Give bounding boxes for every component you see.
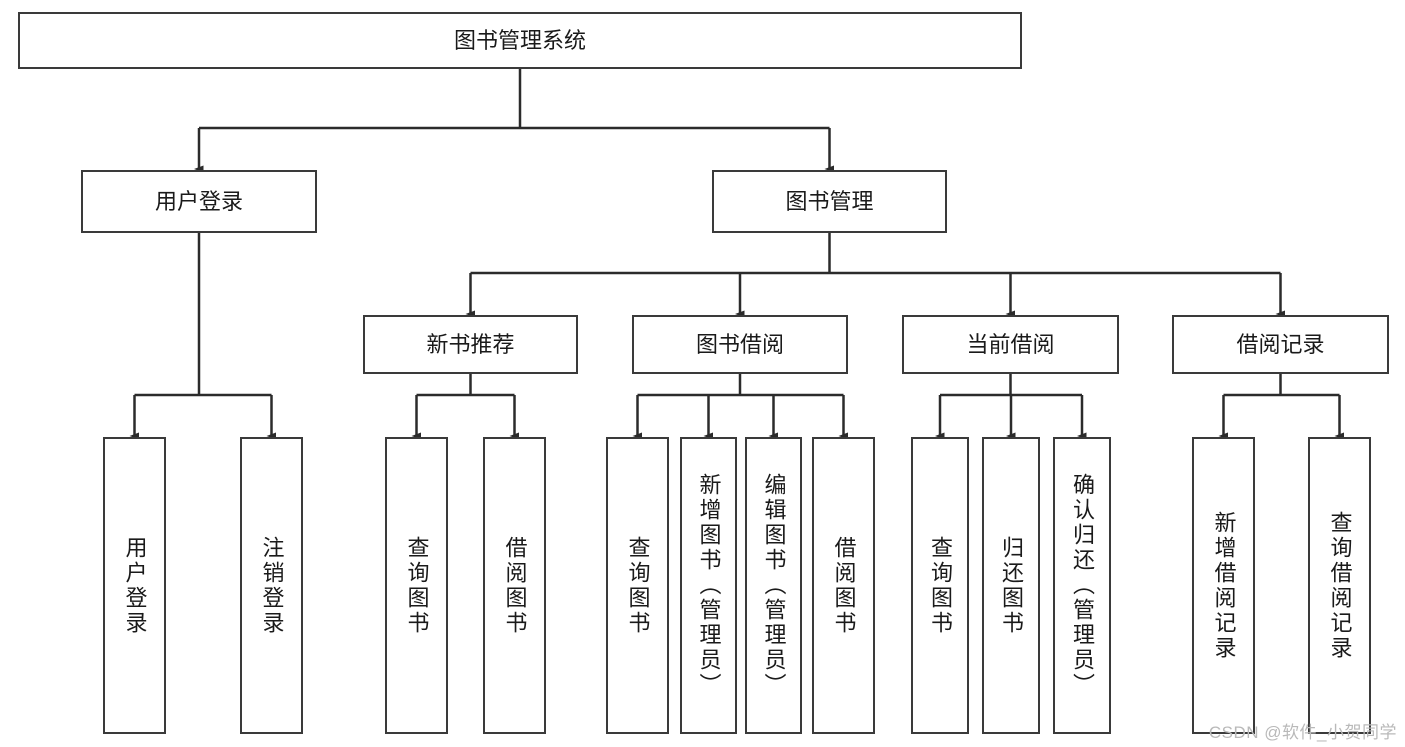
node-label: 图书管理 [785,188,874,214]
node-label: 借阅记录 [1236,331,1325,357]
node-label: 查询图书 [625,535,651,636]
node-leaf-rec-1[interactable]: 新增借阅记录 [1192,437,1255,734]
node-borrow[interactable]: 图书借阅 [632,315,848,374]
node-records[interactable]: 借阅记录 [1172,315,1389,374]
watermark: CSDN @软件_小贺同学 [1208,723,1397,742]
node-leaf-bor-2[interactable]: 新增图书（管理员） [680,437,737,734]
node-leaf-bor-1[interactable]: 查询图书 [606,437,669,734]
node-leaf-cur-1[interactable]: 查询图书 [911,437,969,734]
node-label: 用户登录 [122,535,148,636]
node-leaf-login-2[interactable]: 注销登录 [240,437,303,734]
node-label: 图书管理系统 [453,27,586,53]
node-label: 确认归还（管理员） [1070,473,1095,698]
node-leaf-new-1[interactable]: 查询图书 [385,437,448,734]
node-label: 注销登录 [259,535,285,636]
node-label: 新增图书（管理员） [696,473,722,698]
node-label: 借阅图书 [502,535,528,636]
node-label: 当前借阅 [966,331,1055,357]
node-label: 新书推荐 [426,331,515,357]
node-current[interactable]: 当前借阅 [902,315,1119,374]
node-label: 查询借阅记录 [1327,510,1353,661]
node-login[interactable]: 用户登录 [81,170,317,233]
node-label: 图书借阅 [695,331,784,357]
node-label: 查询图书 [404,535,430,636]
node-label: 借阅图书 [831,535,857,636]
node-leaf-rec-2[interactable]: 查询借阅记录 [1308,437,1371,734]
node-label: 查询图书 [928,535,953,636]
node-label: 用户登录 [154,188,243,214]
node-leaf-new-2[interactable]: 借阅图书 [483,437,546,734]
node-leaf-bor-3[interactable]: 编辑图书（管理员） [745,437,802,734]
node-label: 归还图书 [999,535,1024,636]
node-leaf-cur-2[interactable]: 归还图书 [982,437,1040,734]
node-leaf-cur-3[interactable]: 确认归还（管理员） [1053,437,1111,734]
node-root[interactable]: 图书管理系统 [18,12,1022,69]
node-label: 新增借阅记录 [1211,510,1237,661]
node-newbook[interactable]: 新书推荐 [363,315,578,374]
node-leaf-login-1[interactable]: 用户登录 [103,437,166,734]
node-bookmgmt[interactable]: 图书管理 [712,170,947,233]
node-leaf-bor-4[interactable]: 借阅图书 [812,437,875,734]
node-label: 编辑图书（管理员） [761,473,787,698]
